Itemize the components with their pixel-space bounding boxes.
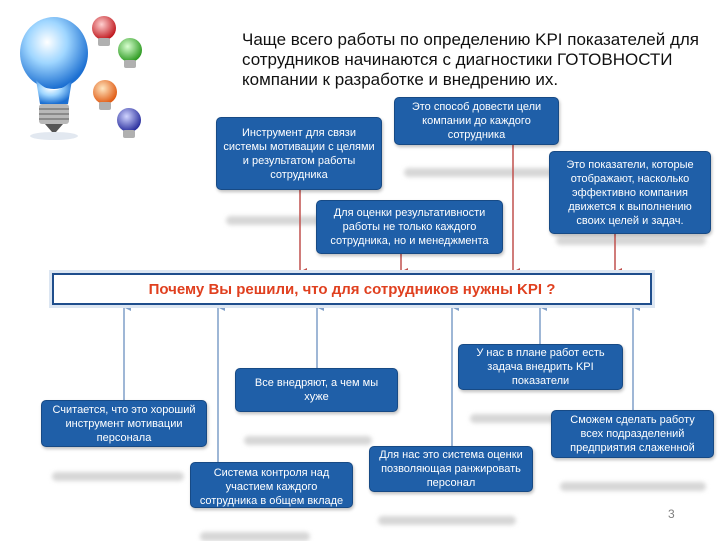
box-plan-task: У нас в плане работ есть задача внедрить… — [458, 344, 623, 390]
decorative-shadow — [470, 414, 600, 423]
decorative-shadow — [200, 532, 310, 541]
box-good-tool: Считается, что это хороший инструмент мо… — [41, 400, 207, 447]
navy-bulb-icon — [117, 108, 141, 138]
box-control-system: Система контроля над участием каждого со… — [190, 462, 353, 508]
green-bulb-icon — [118, 38, 142, 68]
box-efficiency-indicators: Это показатели, которые отображают, наск… — [549, 151, 711, 234]
decorative-shadow — [378, 516, 516, 525]
decorative-shadow — [404, 168, 552, 177]
red-bulb-icon — [92, 16, 116, 46]
decorative-shadow — [244, 436, 372, 445]
decorative-shadow — [560, 482, 706, 491]
orange-bulb-icon — [93, 80, 117, 110]
box-evaluate-performance: Для оценки результативности работы не то… — [316, 200, 503, 254]
box-deliver-goals: Это способ довести цели компании до кажд… — [394, 97, 559, 145]
box-coordinated-work: Сможем сделать работу всех подразделений… — [551, 410, 714, 458]
page-number: 3 — [668, 507, 675, 521]
decorative-shadow — [52, 472, 184, 481]
slide-heading: Чаще всего работы по определению KPI пок… — [242, 30, 699, 89]
central-question: Почему Вы решили, что для сотрудников ну… — [52, 273, 652, 305]
decorative-shadow — [556, 236, 706, 245]
box-motivation-link: Инструмент для связи системы мотивации с… — [216, 117, 382, 190]
decorative-shadow — [226, 216, 336, 225]
blue-bulb-icon — [20, 17, 88, 140]
box-ranking-system: Для нас это система оценки позволяющая р… — [369, 446, 533, 492]
light-bulbs-illustration — [20, 16, 142, 140]
box-everyone-does: Все внедряют, а чем мы хуже — [235, 368, 398, 412]
